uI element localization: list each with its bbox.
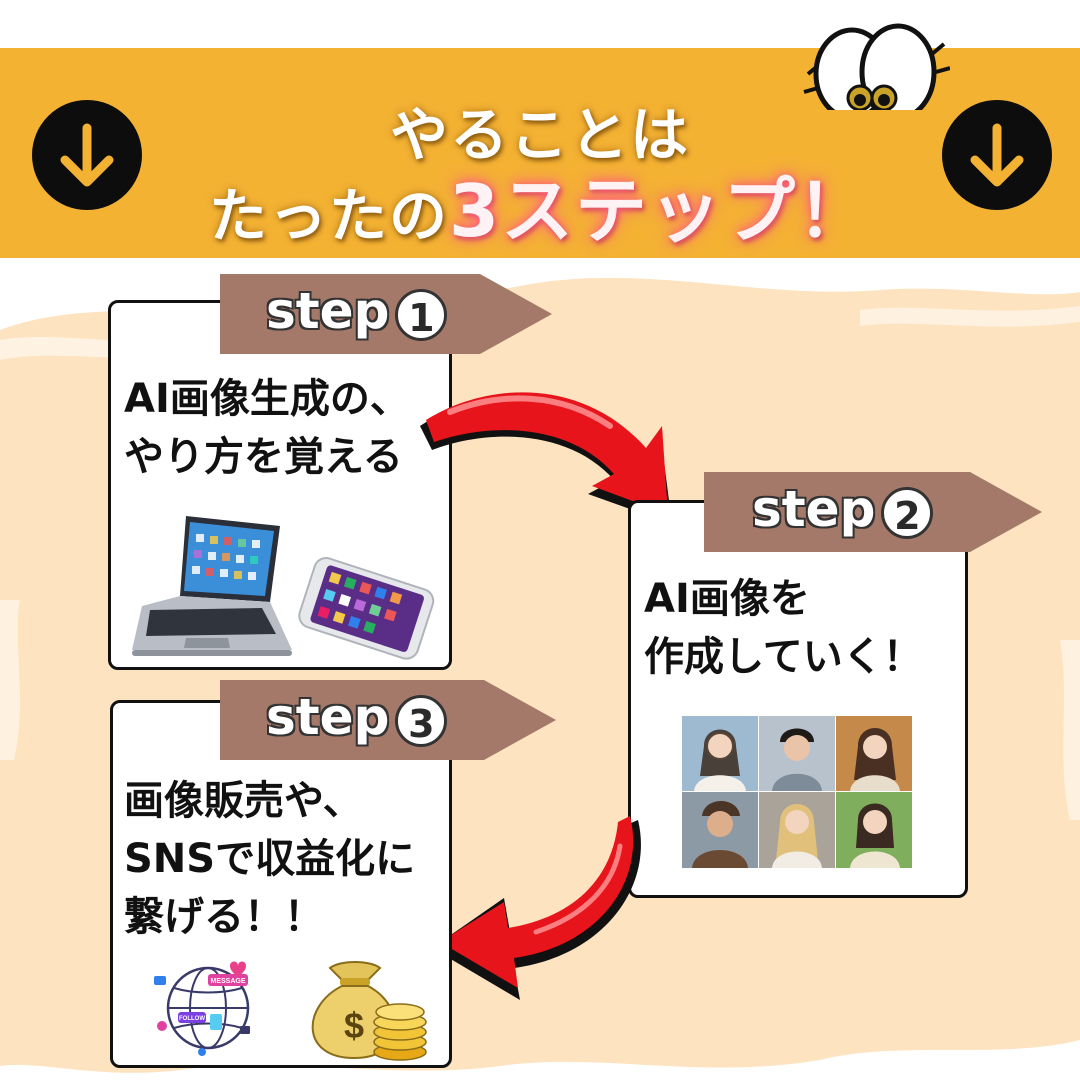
step2-text: AI画像を 作成していく！ xyxy=(644,570,923,686)
portrait-tile-1 xyxy=(682,716,758,791)
banner-title-accent: 3ステップ！ xyxy=(448,169,872,253)
step3-text-line2: SNSで収益化に xyxy=(124,836,416,882)
portrait-tile-4 xyxy=(682,792,758,868)
arrow-down-icon xyxy=(970,123,1024,187)
curved-arrow-step1-to-step2 xyxy=(420,392,672,524)
laptop-icon xyxy=(132,516,292,656)
banner-title-line1: やることは xyxy=(389,101,690,169)
portrait-tile-6 xyxy=(836,792,912,868)
money-bag-icon: $ xyxy=(311,961,427,1061)
step1-text-line2: やり方を覚える xyxy=(124,434,403,480)
step3-tab xyxy=(220,680,556,760)
curved-arrow-step2-to-step3 xyxy=(432,816,641,1000)
dollar-sign: $ xyxy=(344,1005,364,1046)
coin-stack-icon xyxy=(373,1003,427,1061)
left-scroll-down-button[interactable] xyxy=(32,100,142,210)
smartphone-icon xyxy=(298,557,435,660)
portrait-tile-2 xyxy=(759,716,835,791)
right-scroll-down-button[interactable] xyxy=(942,100,1052,210)
message-badge: MESSAGE xyxy=(210,978,245,985)
step1-tab-word: step xyxy=(266,282,390,340)
follow-badge: FOLLOW xyxy=(179,1016,205,1022)
step3-text-line1: 画像販売や、 xyxy=(124,778,363,824)
social-globe-icon: MESSAGE FOLLOW xyxy=(154,961,250,1056)
step1-text: AI画像生成の、 やり方を覚える xyxy=(124,370,410,486)
step1-tab xyxy=(220,274,552,354)
step2-text-line1: AI画像を xyxy=(644,576,810,622)
step2-tab-word: step xyxy=(752,480,876,538)
portrait-tile-3 xyxy=(836,716,912,791)
step1-text-line1: AI画像生成の、 xyxy=(124,376,410,422)
ai-portrait-grid xyxy=(682,716,912,868)
peeking-eyes-icon xyxy=(803,23,950,124)
portrait-tile-5 xyxy=(759,792,835,868)
step1-number-badge: 1 xyxy=(395,288,448,341)
step2-text-line2: 作成していく！ xyxy=(644,634,923,680)
step3-number-badge: 3 xyxy=(395,694,448,747)
arrow-down-icon xyxy=(60,123,114,187)
banner-title-prefix: たったの xyxy=(208,182,449,250)
step2-tab xyxy=(704,472,1042,552)
step3-tab-word: step xyxy=(266,688,390,746)
step2-number-badge: 2 xyxy=(881,486,934,539)
step3-text-line3: 繋げる！！ xyxy=(124,894,324,940)
banner-title-line2: たったの3ステップ！ xyxy=(0,152,1080,257)
step3-text: 画像販売や、 SNSで収益化に 繋げる！！ xyxy=(124,772,415,946)
